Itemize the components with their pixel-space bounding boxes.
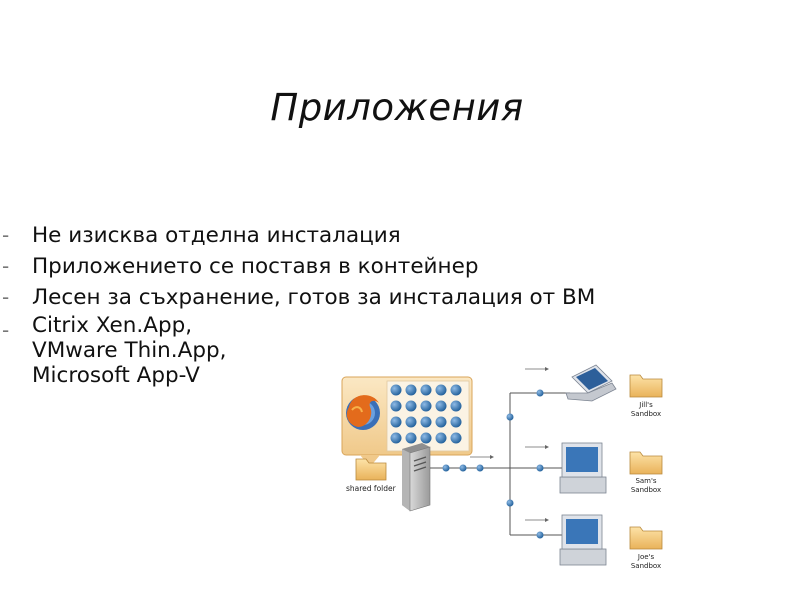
sandbox-label-line1: Jill's [638,401,653,409]
application-icons-grid [390,384,462,444]
app-dot-icon [450,384,462,396]
bullet-dash: - [2,223,10,247]
app-dot-icon [420,384,432,396]
bullet-dash: - [2,318,10,342]
folder-icon [629,374,663,398]
app-dot-icon [420,432,432,444]
bullet-text: Лесен за съхранение, готов за инсталация… [32,285,596,310]
bullet-text: Не изисква отделна инсталация [32,223,401,248]
desktop-icon [559,442,607,494]
app-dot-icon [390,384,402,396]
app-dot-icon [435,432,447,444]
app-dot-icon [450,400,462,412]
desktop-icon [559,514,607,566]
sandbox-joe: Joe's Sandbox [629,526,663,570]
folder-icon [629,451,663,475]
app-dot-icon [390,400,402,412]
network-node-icon [476,464,484,472]
network-node-icon [506,413,514,421]
app-dot-icon [420,416,432,428]
sandbox-label-line1: Sam's [635,477,656,485]
bullet-item: - Не изисква отделна инсталация [0,220,700,251]
app-dot-icon [435,384,447,396]
network-node-icon [536,389,544,397]
app-dot-icon [405,384,417,396]
bullet-list: - Не изисква отделна инсталация - Прилож… [0,220,700,388]
sandbox-label-line2: Sandbox [631,562,661,570]
server-icon [402,443,431,512]
slide-title: Приложения [270,86,524,129]
app-dot-icon [450,416,462,428]
app-dot-icon [435,400,447,412]
shared-folder-label: shared folder [346,484,397,493]
shared-folder-icon [355,458,387,481]
bullet-item: - Приложението се поставя в контейнер [0,251,700,282]
network-node-icon [536,531,544,539]
sandbox-jill: Jill's Sandbox [629,374,663,418]
sandbox-label-line2: Sandbox [631,486,661,494]
app-dot-icon [405,416,417,428]
product-citrix: Citrix Xen.App, [32,313,193,338]
app-dot-icon [450,432,462,444]
sandbox-label-line2: Sandbox [631,410,661,418]
network-node-icon [459,464,467,472]
network-node-icon [506,499,514,507]
app-dot-icon [390,432,402,444]
bullet-dash: - [2,285,10,309]
app-dot-icon [435,416,447,428]
folder-icon [629,526,663,550]
product-microsoft: Microsoft App-V [32,363,200,388]
bullet-text: Приложението се поставя в контейнер [32,254,479,279]
network-node-icon [536,464,544,472]
app-dot-icon [405,400,417,412]
sandbox-sam: Sam's Sandbox [629,451,663,494]
app-virtualization-diagram: shared folder [330,355,794,595]
bullet-item-products: - Citrix Xen.App, VMware Thin.App, Micro… [0,313,700,388]
bullet-dash: - [2,254,10,278]
firefox-icon [346,395,380,430]
bullet-item: - Лесен за съхранение, готов за инсталац… [0,282,700,313]
app-dot-icon [420,400,432,412]
app-dot-icon [405,432,417,444]
product-vmware: VMware Thin.App, [32,338,227,363]
laptop-icon [565,364,617,402]
sandbox-label-line1: Joe's [637,553,655,561]
app-dot-icon [390,416,402,428]
network-node-icon [442,464,450,472]
